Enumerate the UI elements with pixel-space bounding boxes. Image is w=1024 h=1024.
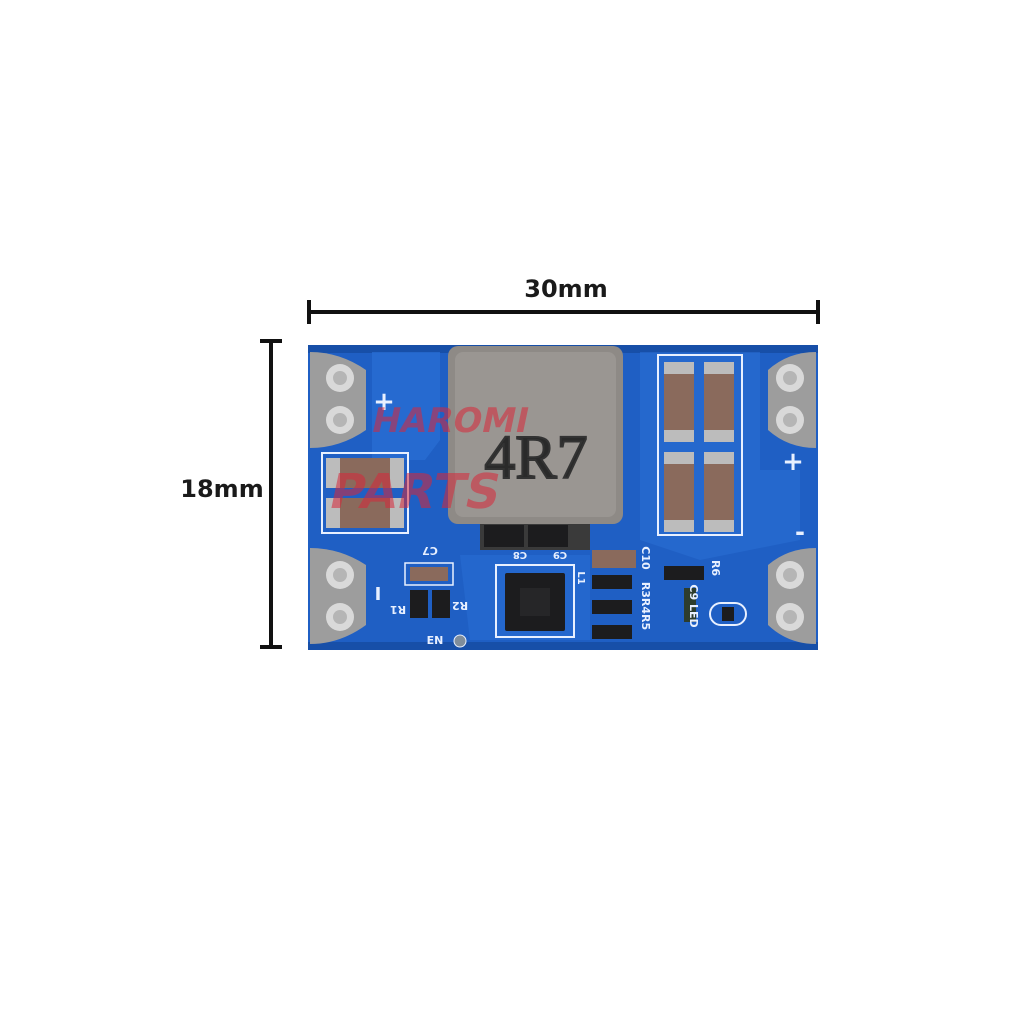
silk-plus-top-left: + xyxy=(373,387,395,417)
silk-r3r4r5: R3R4R5 xyxy=(639,582,652,630)
silk-r6: R6 xyxy=(709,560,722,576)
right-bottom-terminal xyxy=(768,548,816,644)
height-dimension: 18mm xyxy=(180,339,282,649)
left-bottom-terminal xyxy=(310,548,366,644)
silk-minus-left: I xyxy=(375,584,382,605)
watermark: HAROMI PARTS xyxy=(325,401,533,520)
silk-c8: C8 xyxy=(513,549,527,560)
silk-minus-right: - xyxy=(795,518,805,546)
silkscreen: + + - I C7 R1 R2 EN C8 C9 L1 C10 R3R4R5 … xyxy=(373,387,805,647)
silk-r2: R2 xyxy=(452,599,468,612)
silk-l1: L1 xyxy=(575,571,586,584)
pcb-board: 4R7 xyxy=(308,345,818,650)
small-passives xyxy=(404,525,747,639)
output-capacitors xyxy=(657,354,743,536)
width-dimension: 30mm xyxy=(307,275,820,324)
silk-en: EN xyxy=(427,634,444,647)
silk-r1: R1 xyxy=(390,603,406,616)
silk-c7: C7 xyxy=(422,544,438,557)
width-label: 30mm xyxy=(524,275,607,303)
power-inductor: 4R7 xyxy=(448,346,623,550)
silk-c9: C9 xyxy=(553,549,567,560)
watermark-top: HAROMI xyxy=(368,401,533,441)
silk-c10: C10 xyxy=(639,546,652,570)
right-top-terminal xyxy=(768,352,816,448)
left-top-terminal xyxy=(310,352,366,448)
height-label: 18mm xyxy=(180,475,263,503)
mounting-hole xyxy=(453,634,467,648)
silk-c9-led: C9 LED xyxy=(687,584,700,627)
silk-plus-right: + xyxy=(782,447,804,477)
controller-ic xyxy=(495,564,575,638)
watermark-bottom: PARTS xyxy=(325,464,507,519)
inductor-marking: 4R7 xyxy=(484,424,587,492)
input-capacitors xyxy=(321,452,409,534)
